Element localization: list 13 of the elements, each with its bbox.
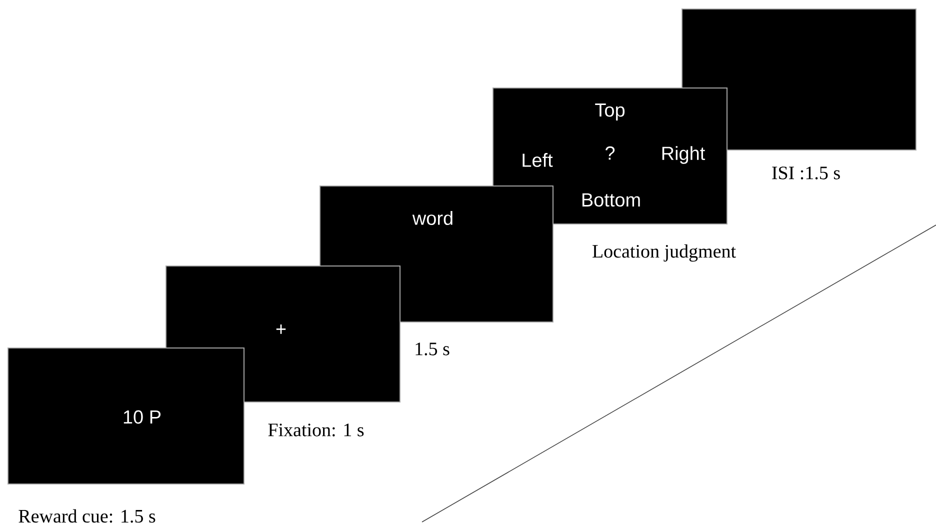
screen-label: Location judgment xyxy=(592,244,736,262)
screen-text: Left xyxy=(522,153,553,167)
screen-text: Right xyxy=(662,146,706,164)
screen-label: 1.5 s xyxy=(416,342,450,356)
screen-text: 10 P xyxy=(124,410,161,424)
screen-text: ? xyxy=(606,146,615,160)
screen-label: Reward cue: 1.5 s xyxy=(18,509,156,523)
screen-label: ISI :1.5 s xyxy=(772,166,840,180)
screen-text: word xyxy=(412,211,452,225)
screen-text: + xyxy=(276,324,286,334)
screen-text: Top xyxy=(595,104,625,120)
screen-label: Fixation: 1 s xyxy=(268,424,364,436)
screen-text: Bottom xyxy=(582,193,640,207)
